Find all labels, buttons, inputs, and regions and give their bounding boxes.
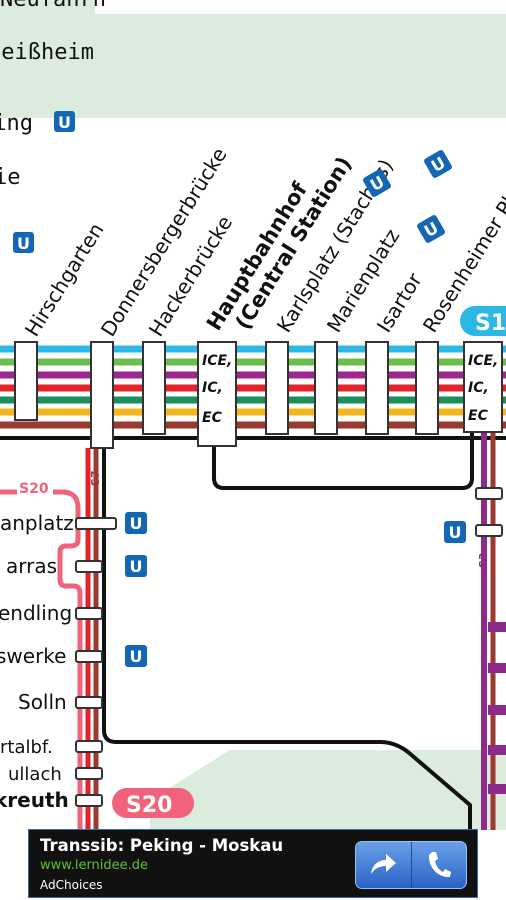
south-station-label: swerke [0,644,66,668]
trunk-station-boxes [14,341,503,449]
svg-text:IC,: IC, [468,380,489,396]
track-hbf-loop [212,432,474,490]
label-moosach: ie [0,165,21,190]
svg-text:U: U [130,557,143,576]
s3-stop-ticks [488,622,506,794]
south-stop-box [75,696,103,709]
u-badge-feldmoching [54,111,75,132]
track-s7-vertical [102,448,472,830]
svg-text:U: U [17,234,30,253]
transit-map[interactable]: Neufahrn leißheim hing ie U U ) [0,0,506,830]
share-button[interactable] [356,842,411,888]
label-neufahrn: Neufahrn [0,0,106,12]
svg-text:S20: S20 [126,793,172,818]
svg-text:U: U [449,523,462,542]
park-area-top [0,14,506,118]
south-stop-box [75,607,103,620]
ice-label-east: ICE, IC, EC [468,353,498,424]
svg-text:ICE,: ICE, [468,353,498,369]
south-station-label: arras [6,554,57,578]
label-oberschleissheim: leißheim [0,40,94,65]
south-stop-box [75,650,103,663]
svg-text:S20: S20 [19,481,49,497]
ad-title[interactable]: Transsib: Peking - Moskau [40,836,284,855]
u-badge: U [125,555,147,577]
east-stop-boxes [475,487,503,537]
ad-action-buttons [355,841,467,889]
trunk-u-badges: U U U [363,150,452,243]
south-stop-box [75,767,103,780]
u-badge: U [125,512,147,534]
south-station-label: rtalbf. [0,737,53,758]
ice-label-hbf: ICE, IC, EC [202,353,232,426]
south-stop-box [75,560,103,573]
svg-text:EC: EC [468,408,489,424]
share-arrow-icon [371,854,397,874]
south-station-label: ullach [8,764,62,785]
badge-s1: S1 [460,306,506,336]
park-area-bottom [150,750,506,830]
phone-icon [428,852,451,878]
svg-text:U: U [130,514,143,533]
svg-text:ICE,: ICE, [202,353,232,369]
svg-text:U: U [130,647,143,666]
line-s20 [0,489,83,830]
badge-s20: S20 [112,788,194,818]
park-area-topleft [0,0,95,14]
svg-text:U: U [58,113,71,132]
svg-text:S1: S1 [475,311,506,336]
south-stop-box [75,517,117,530]
call-button[interactable] [410,842,467,888]
badge-s20-small: S20 [17,479,53,497]
south-station-label: Solln [18,690,67,714]
label-feldmoching: hing [0,111,33,136]
south-stop-box [75,740,103,753]
south-station-label: kreuth [0,788,69,812]
u-badge: U [125,645,147,667]
ad-choices-label[interactable]: AdChoices [40,878,103,892]
label-s7: S7 [89,470,102,486]
ad-url[interactable]: www.lernidee.de [40,858,149,873]
top-station-labels: Neufahrn [0,0,106,12]
east-u-badge: U [444,521,466,543]
south-stop-box [75,794,103,807]
south-station-label: anplatz [0,511,74,535]
u-badge-olympiazentrum [13,232,34,253]
svg-text:IC,: IC, [202,380,223,396]
label-isartor: Isartor [372,268,427,337]
label-s3: S3 [477,552,490,568]
south-station-label: endling [0,601,72,625]
left-u-badges: U U ) [13,111,75,253]
svg-text:EC: EC [202,410,223,426]
left-edge-labels: leißheim hing ie [0,40,94,190]
ad-banner[interactable]: Transsib: Peking - Moskau www.lernidee.d… [28,829,478,898]
